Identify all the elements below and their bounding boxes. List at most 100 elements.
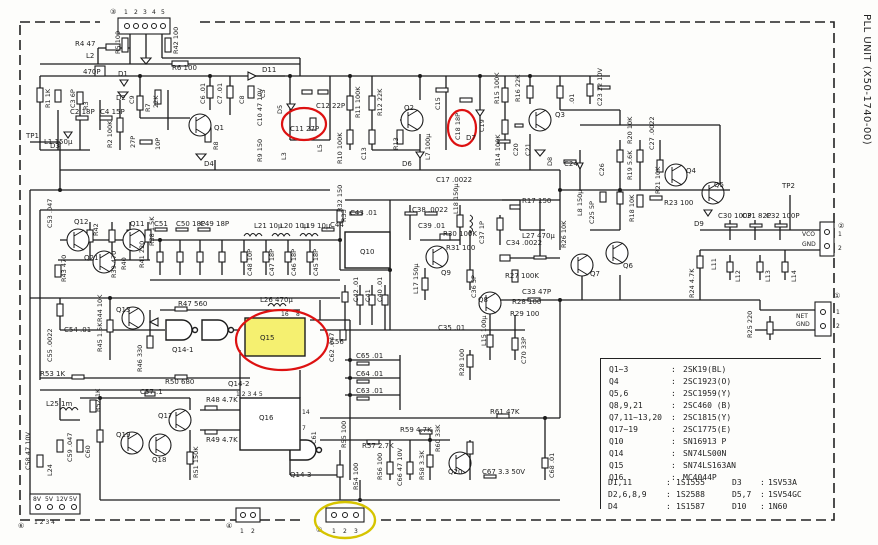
label-r52: R52 1K (94, 388, 102, 412)
connector-3-pin3: 3 (143, 9, 147, 16)
mid-right-components (499, 149, 789, 335)
label-c18: C18 18P (454, 113, 462, 140)
parts-row: Q17~19:2SC1775(E) (609, 425, 732, 434)
label-l26: L26 470μ (260, 296, 293, 304)
label-r19: R19 5.6K (626, 150, 634, 180)
nand-gates (165, 319, 323, 461)
connector-6: 8V 5V 12V 5V ⑥ 1 2 3 4 (18, 493, 81, 530)
label-r42b: R42 (92, 223, 100, 236)
label-d2: D2 (116, 94, 126, 102)
label-r49: R49 4.7K (206, 436, 238, 444)
label-r43: R43 470 (60, 255, 68, 282)
parts-ref: Q15 (609, 461, 624, 470)
label-q18: Q18 (152, 456, 166, 464)
label-d4: D4 (204, 160, 214, 168)
parts-part: 2SC1923(O) (683, 377, 732, 386)
label-r8: R8 (212, 141, 220, 150)
label-c11: C11 27P (290, 125, 319, 133)
parts-ref: Q17~19 (609, 425, 638, 434)
parts-ref: Q7,11~13,20 (609, 413, 662, 422)
connector-3-pin1: 1 (124, 9, 128, 16)
ic-q15-label: Q15 (260, 334, 274, 342)
label-r11: R11 100K (354, 86, 362, 118)
top-components (36, 37, 611, 161)
connector-4: ④ 1 2 (226, 507, 261, 535)
label-c56: C56 (330, 338, 344, 346)
label-r54: R54 100 (352, 463, 360, 490)
label-c45: C45 18P (312, 249, 320, 276)
label-c2: C2 18P (70, 108, 95, 116)
pll-unit-boundary (19, 21, 835, 521)
connector-3-pin2: 2 (134, 9, 138, 16)
label-c51: C51 (154, 220, 168, 228)
label-r33: R33 (340, 209, 348, 222)
label-r25: R25 220 (746, 311, 754, 338)
label-l14: L14 (790, 270, 798, 282)
parts-row: Q1~3:2SK19(BL) (609, 365, 727, 374)
label-c66: C66 47 10V (396, 448, 404, 486)
label-r41: R41 220 (138, 241, 146, 268)
label-l27: L27 470μ (522, 232, 555, 240)
highlight-c11 (280, 106, 328, 142)
label-d9: D9 (694, 220, 704, 228)
parts-ref: Q10 (609, 437, 624, 446)
label-q6: Q6 (623, 262, 634, 270)
label-c21: C21 (524, 143, 532, 156)
connector-4-pin2: 2 (251, 528, 255, 535)
label-c40: C40 .01 (376, 277, 384, 302)
ic-q16-label: Q16 (259, 414, 274, 422)
connector-5-pin2: 2 (343, 528, 347, 535)
label-c4: C4 15P (100, 108, 125, 116)
label-c26: C26 (598, 163, 606, 176)
label-l11: L11 (710, 258, 718, 270)
label-r16: R16 22K (514, 74, 522, 102)
label-r26: R26 10K (560, 220, 568, 248)
label-q5: Q5 (714, 181, 724, 189)
parts-row: Q10:SN16913 P (609, 437, 727, 446)
label-c39: C39 .01 (418, 222, 445, 230)
parts-row: Q5,6:2SC1959(Y) (609, 389, 732, 398)
diode-part: 1S2588 (676, 490, 705, 499)
label-c25: C25 5P (588, 201, 596, 224)
connector-1: ① 1 2 (814, 292, 840, 337)
label-gnd-2: GND (796, 321, 810, 328)
label-c42: C42 .01 (352, 277, 360, 302)
label-l13: L13 (764, 270, 772, 282)
label-c62: C62 .047 (328, 333, 336, 362)
label-c24: C24 (564, 160, 578, 168)
ic-q15 (244, 317, 306, 357)
connector-2-pin2: 2 (838, 245, 842, 252)
label-r53: R53 1K (40, 370, 65, 378)
label-c49: C49 18P (200, 220, 229, 228)
connector-5-pin3: 3 (354, 528, 358, 535)
connector-6-label: ⑥ (18, 522, 24, 530)
label-l25: L25 1m (46, 400, 72, 408)
label-r61: R61 47K (490, 408, 520, 416)
label-c58: C58 47 10V (24, 432, 32, 470)
label-c44: C44 (330, 221, 344, 229)
mid-components (54, 204, 521, 368)
parts-ref: Q4 (609, 377, 619, 386)
label-d8: D8 (546, 157, 554, 166)
parts-ref: Q1~3 (609, 365, 629, 374)
label-c65: C65 .01 (356, 352, 383, 360)
label-r20: R20 10K (626, 116, 634, 144)
label-c15: C15 (434, 97, 442, 110)
diode-ref2: D10 (732, 502, 747, 511)
label-c50: C50 18P (176, 220, 205, 228)
label-tp1: TP1 (25, 132, 39, 140)
label-q11: Q11 (130, 220, 144, 228)
label-r31: R31 100 (446, 244, 475, 252)
label-c27b: C27 .0022 (648, 117, 656, 150)
label-c68: C68 .01 (548, 453, 556, 478)
label-r57: R57 2.7K (362, 442, 394, 450)
label-c60: C60 (84, 445, 92, 458)
parts-row: Q15:SN74LS163AN (609, 461, 736, 470)
label-c17: C17 .0022 (436, 176, 472, 184)
parts-ref: Q5,6 (609, 389, 629, 398)
parts-part: 2SC1959(Y) (683, 389, 732, 398)
label-l7: L7 100μ (424, 134, 432, 160)
label-c48: C48 10P (246, 249, 254, 276)
label-c19: C19 (478, 119, 486, 132)
